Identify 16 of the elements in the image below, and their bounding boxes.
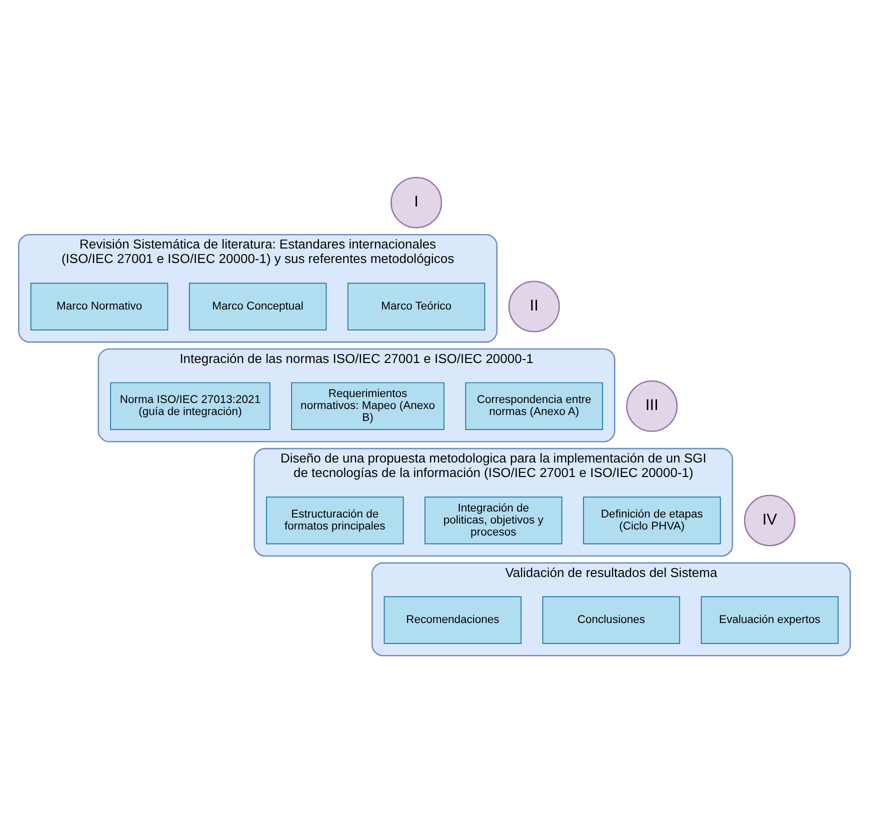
node-box: Marco Normativo <box>30 282 168 330</box>
node-box: Estructuración de formatos principales <box>266 496 404 544</box>
node-box: Correspondencia entre normas (Anexo A) <box>465 382 603 430</box>
node-box: Norma ISO/IEC 27013:2021 (guía de integración) <box>110 382 270 430</box>
node-box: Definición de etapas (Ciclo PHVA) <box>583 496 721 544</box>
node-box: Marco Conceptual <box>188 282 327 330</box>
node-box: Recomendaciones <box>384 596 522 644</box>
node-box: Evaluación expertos <box>700 596 839 644</box>
node-box: Marco Teórico <box>347 282 486 330</box>
node-circle: IV <box>744 494 796 546</box>
node-box: Integración de politicas, objetivos y procesos <box>424 496 562 544</box>
node-circle: III <box>626 380 678 432</box>
node-box: Requerimientos normativos: Mapeo (Anexo B) <box>291 382 444 430</box>
node-circle: II <box>508 280 560 332</box>
node-box: Conclusiones <box>542 596 680 644</box>
node-circle: I <box>390 176 442 228</box>
